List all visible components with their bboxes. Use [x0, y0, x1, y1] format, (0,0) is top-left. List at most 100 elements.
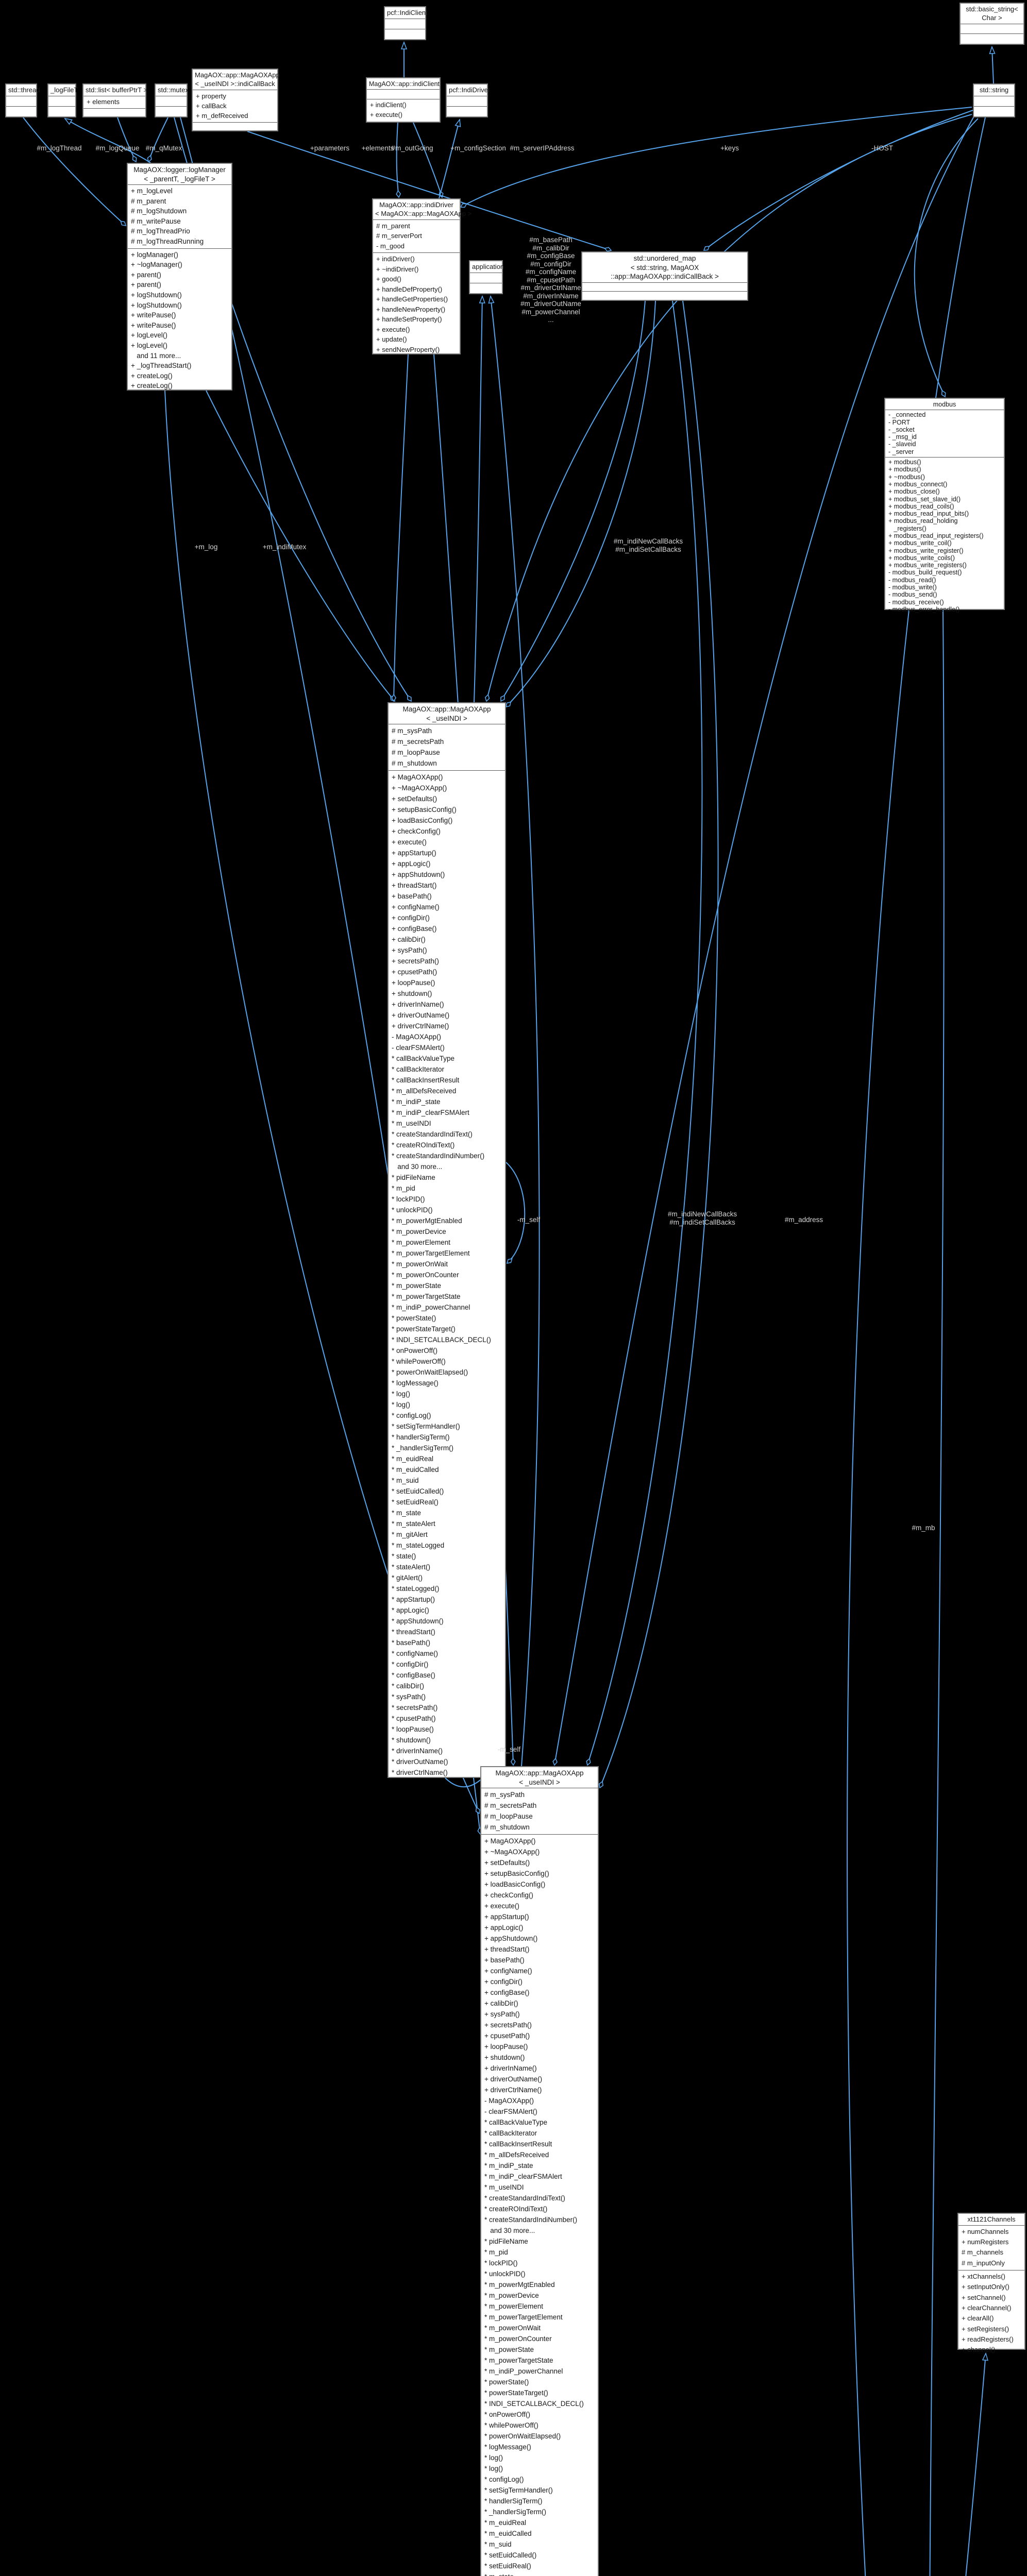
- empty-section: [961, 34, 1023, 44]
- member-row: * m_pid: [484, 2248, 508, 2257]
- class-title: std::list< bufferPtrT >: [83, 84, 148, 96]
- empty-section: [385, 29, 425, 39]
- member-row: * lockPID(): [392, 1195, 425, 1204]
- member-row: * m_powerOnWait: [484, 2324, 541, 2332]
- class-box-std-mutex[interactable]: std::mutex: [155, 83, 189, 117]
- edge-label-line: -m_self: [497, 1745, 521, 1753]
- edge-label-line: #m_driverCtrlName: [520, 284, 581, 292]
- class-box-pcf-indiclient[interactable]: pcf::IndiClient: [384, 6, 428, 40]
- edge-aggregation: [206, 390, 395, 702]
- edge-label: #m_address: [785, 1216, 823, 1224]
- member-row: + ~MagAOXApp(): [484, 1848, 540, 1856]
- member-row: * powerStateTarget(): [392, 1325, 456, 1333]
- member-row: * gitAlert(): [392, 1574, 423, 1582]
- class-box-app-indiclient[interactable]: MagAOX::app::indiClient+ indiClient()+ e…: [366, 77, 441, 123]
- member-row: + writePause(): [131, 321, 176, 329]
- edge-label-line: #m_indiNewCallBacks: [613, 537, 683, 545]
- class-title: MagAOX::app::MagAOXApp< _useINDI >: [481, 1767, 598, 1789]
- class-box-std-thread[interactable]: std::thread: [5, 83, 40, 117]
- member-row: + appLogic(): [484, 1924, 524, 1932]
- member-row: + modbus_write_coil(): [888, 539, 952, 547]
- empty-section: [447, 107, 487, 116]
- member-row: + cpusetPath(): [392, 968, 437, 976]
- member-row: * m_allDefsReceived: [392, 1087, 457, 1095]
- edge-label: #m_indiNewCallBacks#m_indiSetCallBacks: [614, 537, 683, 553]
- member-row: * m_suid: [484, 2540, 512, 2549]
- member-row: * m_euidCalled: [484, 2530, 532, 2538]
- member-row: * INDI_SETCALLBACK_DECL(): [392, 1336, 491, 1344]
- class-box-app-indidriver[interactable]: MagAOX::app::indiDriver< MagAOX::app::Ma…: [372, 198, 472, 354]
- member-row: + update(): [376, 335, 407, 344]
- member-row: and 30 more...: [392, 1163, 443, 1171]
- class-box-logfilet[interactable]: _logFileT: [47, 83, 78, 117]
- class-box-magaoxapp-1[interactable]: MagAOX::app::MagAOXApp< _useINDI ># m_sy…: [388, 702, 506, 1778]
- edge-aggregation: [117, 117, 137, 163]
- member-row: - modbus_send(): [888, 591, 937, 599]
- member-row: + driverOutName(): [484, 2075, 543, 2083]
- edge-label: #m_outGoing: [391, 144, 433, 152]
- empty-section: [447, 96, 487, 107]
- member-row: + calibDir(): [392, 936, 426, 944]
- class-box-unordered-map[interactable]: std::unordered_map< std::string, MagAOX:…: [581, 251, 748, 301]
- member-row: + parent(): [131, 281, 161, 289]
- member-row: + modbus_set_slave_id(): [888, 495, 961, 503]
- member-row: + calibDir(): [484, 1999, 518, 2008]
- class-box-indicallback[interactable]: MagAOX::app::MagAOXApp< _useINDI >::indi…: [192, 69, 280, 131]
- edge-aggregation: [500, 300, 646, 702]
- member-row: + shutdown(): [484, 2054, 525, 2062]
- member-row: - modbus_build_request(): [888, 569, 962, 577]
- class-title-line: MagAOX::app::MagAOXApp: [402, 705, 491, 713]
- member-row: * onPowerOff(): [392, 1347, 438, 1355]
- member-row: - MagAOXApp(): [484, 2097, 534, 2105]
- member-section: + numChannels+ numRegisters# m_channels#…: [958, 2226, 1024, 2271]
- member-section: + modbus()+ modbus()+ ~modbus()+ modbus_…: [885, 457, 1004, 615]
- member-row: + secretsPath(): [484, 2021, 532, 2029]
- class-box-magaoxapp-2[interactable]: MagAOX::app::MagAOXApp< _useINDI ># m_sy…: [480, 1766, 599, 2576]
- class-title: MagAOX::logger::logManager< _parentT, _l…: [128, 164, 231, 185]
- class-title-line: std::list< bufferPtrT >: [86, 86, 148, 94]
- member-row: + basePath(): [484, 1956, 525, 1964]
- class-box-std-string[interactable]: std::string: [973, 83, 1015, 117]
- class-title-line: MagAOX::logger::logManager: [133, 166, 226, 174]
- edge-label: #m_basePath#m_calibDir#m_configBase#m_co…: [520, 236, 581, 324]
- member-row: # m_inputOnly: [962, 2259, 1005, 2267]
- class-box-application[interactable]: application: [469, 260, 504, 294]
- empty-section: [156, 107, 187, 116]
- edge-aggregation: [929, 609, 945, 2576]
- member-row: * secretsPath(): [392, 1704, 438, 1712]
- edge-aggregation: [703, 110, 973, 251]
- class-box-std-basic-string[interactable]: std::basic_string<Char >: [959, 3, 1024, 45]
- class-box-logmanager[interactable]: MagAOX::logger::logManager< _parentT, _l…: [127, 163, 232, 391]
- edge-aggregation: [914, 118, 979, 398]
- member-row: + logManager(): [131, 250, 178, 259]
- edge-aggregation: [396, 122, 401, 198]
- member-row: * createStandardIndiText(): [392, 1130, 473, 1139]
- member-row: + configDir(): [392, 914, 430, 922]
- member-row: * unlockPID(): [484, 2270, 526, 2278]
- class-box-modbus[interactable]: modbus- _connected- PORT- _socket- _msg_…: [884, 398, 1005, 613]
- member-row: and 30 more...: [484, 2227, 535, 2235]
- empty-section: [582, 292, 747, 300]
- member-row: * m_indiP_powerChannel: [392, 1303, 470, 1312]
- member-row: + driverOutName(): [392, 1011, 450, 1020]
- member-row: * logMessage(): [392, 1379, 439, 1387]
- member-row: + setChannel(): [962, 2293, 1006, 2301]
- member-row: + indiDriver(): [376, 255, 415, 263]
- member-row: + writePause(): [131, 311, 176, 319]
- member-row: + execute(): [484, 1902, 519, 1910]
- class-title-line: pcf::IndiClient: [387, 9, 428, 16]
- member-row: * powerStateTarget(): [484, 2389, 548, 2397]
- member-row: + handleNewProperty(): [376, 305, 446, 313]
- class-box-pcf-indidriver[interactable]: pcf::IndiDriver: [446, 83, 490, 117]
- class-title-line: < _parentT, _logFileT >: [144, 175, 215, 183]
- member-row: + shutdown(): [392, 990, 432, 998]
- class-box-std-list-bufferptrt[interactable]: std::list< bufferPtrT >+ elements: [82, 83, 148, 117]
- class-title: _logFileT: [48, 84, 78, 96]
- edge-label-line: #m_outGoing: [391, 144, 433, 152]
- class-box-xt1121channels[interactable]: xt1121Channels+ numChannels+ numRegister…: [957, 2213, 1025, 2353]
- member-row: + MagAOXApp(): [484, 1837, 536, 1845]
- edge-label-line: #m_calibDir: [532, 244, 569, 252]
- empty-section: [470, 273, 502, 283]
- member-row: * createROIndiText(): [484, 2205, 548, 2213]
- class-title: std::thread: [6, 84, 40, 96]
